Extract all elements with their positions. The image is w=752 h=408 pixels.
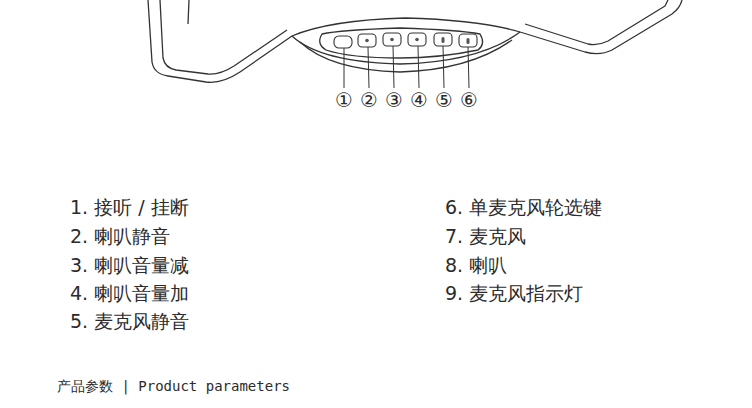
device-edge: [188, 0, 189, 24]
callout-number: ①: [335, 88, 353, 112]
leader-line: [418, 46, 419, 88]
leader-line: [393, 46, 394, 88]
button: [383, 33, 401, 46]
button-icon: [365, 39, 369, 43]
callout-number: ②: [360, 88, 378, 112]
device-outline: [148, 0, 682, 82]
part-list-item: 6. 单麦克风轮选键: [445, 196, 602, 219]
button-icon: [390, 38, 394, 42]
button: [434, 33, 452, 46]
callout-number: ④: [410, 88, 428, 112]
leader-line: [344, 48, 345, 88]
part-list-item: 3. 喇叭音量减: [70, 254, 189, 277]
device-inner-line: [525, 0, 668, 45]
button-icon: [467, 38, 470, 44]
section-footer: 产品参数 | Product parameters: [57, 378, 290, 395]
callout-number: ⑥: [460, 88, 478, 112]
part-list-item: 7. 麦克风: [445, 225, 526, 248]
part-list-item: 4. 喇叭音量加: [70, 282, 189, 305]
button-icon: [442, 37, 445, 43]
callout-number: ③: [385, 88, 403, 112]
leader-line: [443, 46, 444, 88]
device-front-curve: [300, 40, 512, 72]
device-inner-line: [160, 0, 287, 74]
button: [459, 34, 477, 47]
part-list-item: 1. 接听 / 挂断: [70, 196, 189, 219]
button: [358, 34, 376, 47]
part-list-item: 2. 喇叭静音: [70, 225, 170, 248]
button-icon: [415, 38, 419, 42]
part-list-item: 9. 麦克风指示灯: [445, 282, 583, 305]
callout-number: ⑤: [435, 88, 453, 112]
button: [334, 36, 352, 48]
part-list-item: 5. 麦克风静音: [70, 310, 189, 333]
leader-line: [368, 47, 369, 88]
part-list-item: 8. 喇叭: [445, 254, 507, 277]
leader-line: [468, 47, 469, 88]
button: [408, 33, 426, 46]
